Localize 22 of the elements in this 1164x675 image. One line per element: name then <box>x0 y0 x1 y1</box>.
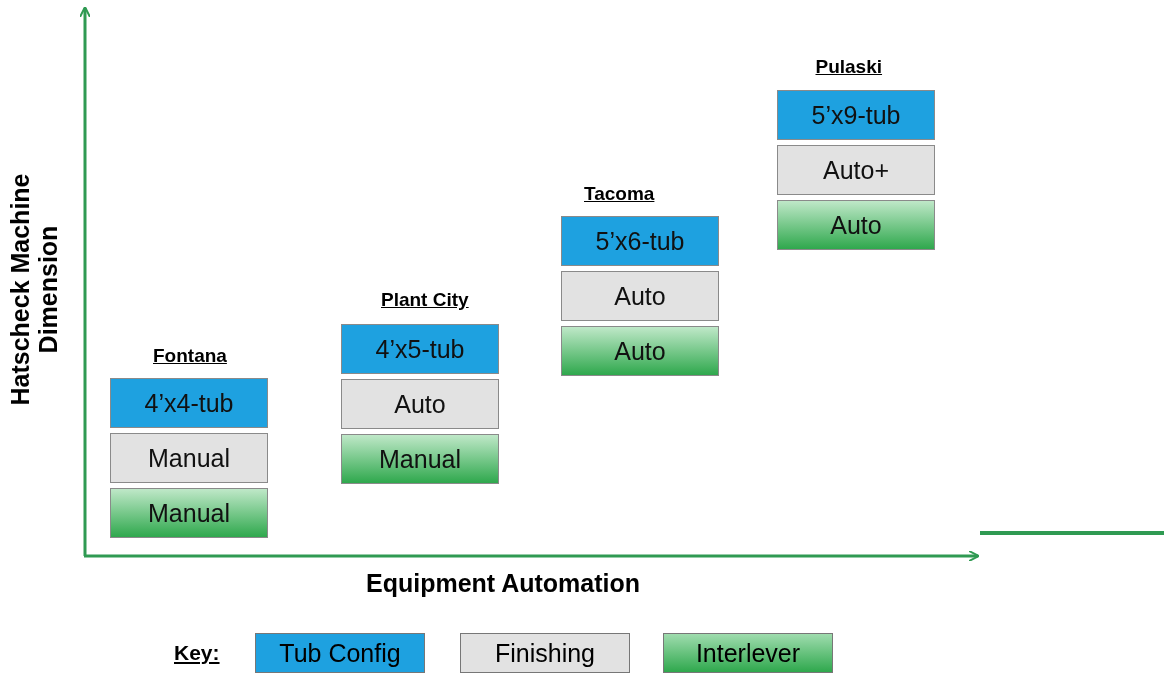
interlever-box: Auto <box>777 200 935 250</box>
tub-config-box: 4’x5-tub <box>341 324 499 374</box>
site-name: Fontana <box>153 345 227 367</box>
tub-config-box: 5’x9-tub <box>777 90 935 140</box>
interlever-box: Auto <box>561 326 719 376</box>
site-name: Pulaski <box>815 56 883 78</box>
finishing-box: Auto+ <box>777 145 935 195</box>
axis-title: Equipment Automation <box>366 569 641 598</box>
axis-title: Hatscheck Machine Dimension <box>6 172 62 408</box>
legend-label: Finishing <box>494 638 596 668</box>
finishing-box: Auto <box>561 271 719 321</box>
interlever-box: Manual <box>341 434 499 484</box>
tub-config-box: 4’x4-tub <box>110 378 268 428</box>
finishing-box: Auto <box>341 379 499 429</box>
key-title: Key: <box>174 641 220 665</box>
legend-label: Interlever <box>695 638 801 668</box>
site-name: Plant City <box>381 289 469 311</box>
site-name: Tacoma <box>584 183 655 205</box>
legend-label: Tub Config <box>279 638 401 668</box>
finishing-box: Manual <box>110 433 268 483</box>
interlever-box: Manual <box>110 488 268 538</box>
tub-config-box: 5’x6-tub <box>561 216 719 266</box>
